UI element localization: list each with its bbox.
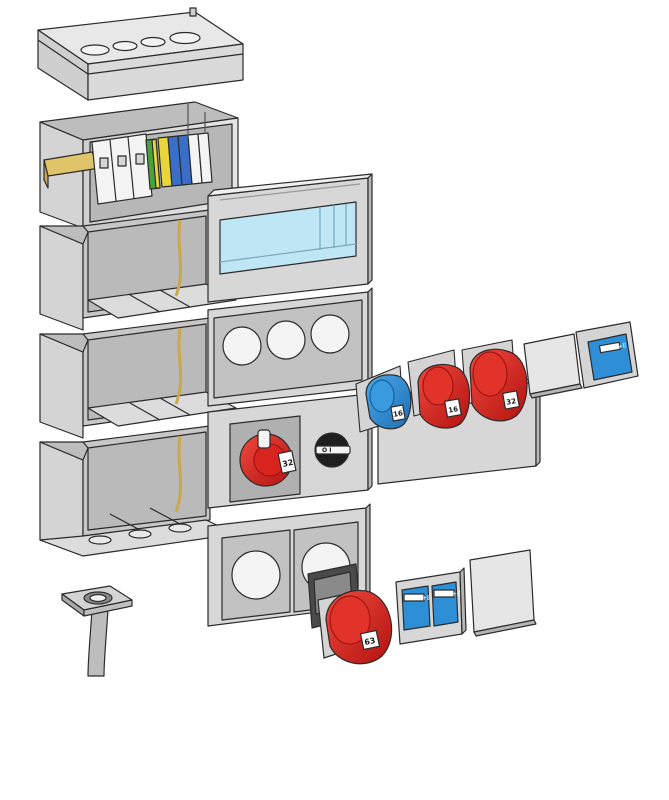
transparent-cover (219, 201, 357, 275)
module-right-label: 16 2P+E (435, 591, 461, 598)
cable-gland (61, 585, 133, 677)
switch-marking: O I (322, 447, 331, 454)
lid-knockout-4 (169, 31, 201, 45)
socket-cutout-2 (266, 320, 306, 360)
lid-knockout-2 (112, 40, 138, 52)
red-socket-medium-rating: 16 (448, 405, 459, 415)
cable (87, 609, 109, 677)
enclosure-module-3 (39, 317, 237, 439)
triple-cutout-panel (207, 287, 373, 407)
blue-socket-rating: 16 (393, 409, 404, 419)
blue-wall-module: 16 2P+E (575, 321, 639, 389)
blue-socket-16a: 16 (365, 374, 412, 430)
socket-cutout-1 (222, 326, 262, 366)
lid-knockout-3 (140, 36, 166, 48)
red-socket-large-rating: 32 (506, 397, 517, 407)
socket-switch-panel: 32 O I (207, 389, 373, 509)
socket-cutout-3 (310, 314, 350, 354)
breaker-window-panel (207, 173, 373, 303)
bottom-socket-rating: 63 (364, 636, 377, 647)
red-panel-socket: 32 (239, 429, 297, 487)
module-left-label: 16 2P+E (405, 595, 431, 602)
red-socket-63a: 63 (307, 563, 393, 665)
panel-socket-rating: 32 (281, 458, 294, 469)
double-blue-module-plate: 16 2P+E 16 2P+E (395, 567, 467, 645)
lid-knockout-1 (80, 44, 110, 56)
circuit-breaker-block (91, 133, 153, 205)
enclosure-module-bottom (39, 425, 237, 557)
enclosure-module-2 (39, 209, 237, 331)
wall-module-label: 16 2P+E (601, 342, 628, 353)
red-socket-16a: 16 (417, 363, 470, 429)
red-socket-32a: 32 (469, 348, 528, 422)
cutout-left (231, 550, 281, 600)
top-lid (37, 7, 244, 101)
rotary-switch: O I (314, 432, 351, 468)
blank-cover-plate (523, 333, 583, 399)
terminal-blocks (145, 132, 213, 190)
blank-plate-bottom (469, 549, 537, 637)
